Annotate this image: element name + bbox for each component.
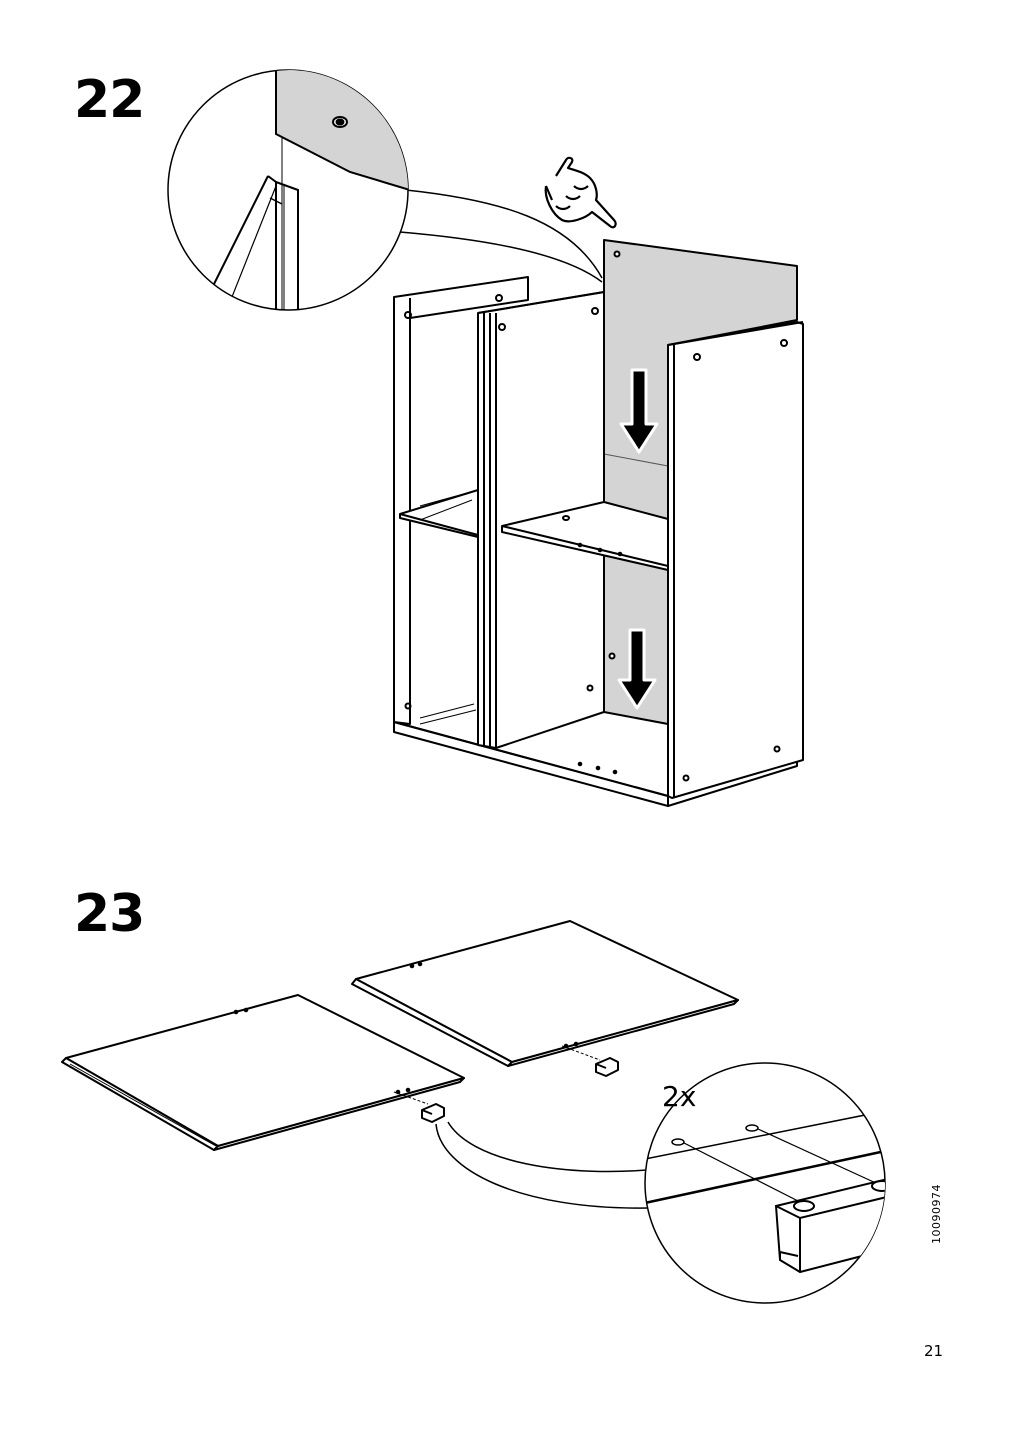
pointing-hand-icon	[544, 156, 617, 229]
step-number: 23	[74, 884, 145, 944]
down-arrow-icon	[619, 368, 659, 454]
shelf-board	[351, 920, 739, 1067]
step-number: 22	[74, 70, 145, 130]
right-side-panel	[667, 321, 804, 799]
quantity-label: 2x	[662, 1080, 697, 1113]
down-arrow-icon	[617, 628, 657, 710]
detail-zoom-22	[167, 69, 409, 311]
page-number: 21	[924, 1342, 944, 1360]
step-22-illustration	[393, 156, 804, 807]
shelf-board	[61, 994, 465, 1151]
detail-zoom-23	[644, 1062, 886, 1304]
bracket	[595, 1057, 619, 1077]
step-23-illustration	[61, 920, 739, 1209]
bracket	[421, 1103, 445, 1123]
left-side-panel	[393, 276, 529, 725]
document-id: 10090974	[930, 1184, 943, 1244]
